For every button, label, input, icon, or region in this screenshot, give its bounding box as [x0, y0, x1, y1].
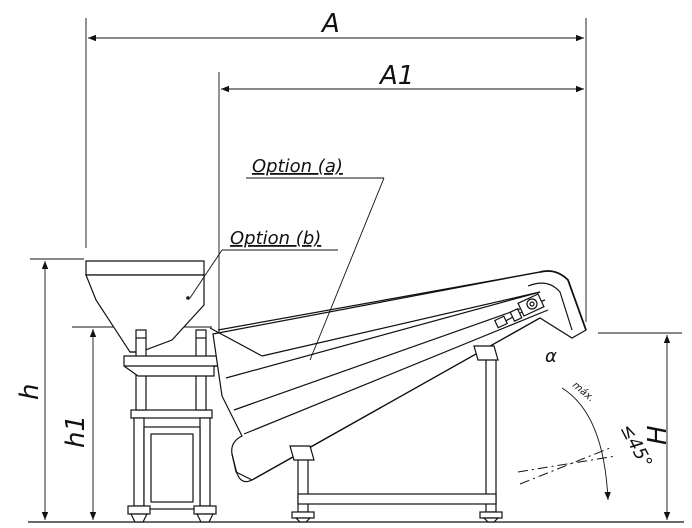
dimension-h1-label: h1 [61, 415, 91, 448]
dimension-h: h [15, 258, 84, 520]
dimension-h1: h1 [61, 326, 212, 520]
dimension-a-label: A [320, 9, 340, 39]
callout-option-a: Option (a) [246, 156, 385, 361]
callout-option-b: Option (b) [189, 228, 338, 299]
dimension-discharge-h: H [598, 332, 682, 520]
option-a-label: Option (a) [252, 156, 343, 177]
dimension-discharge-h-label: H [643, 425, 673, 445]
angle-alpha-label: α [545, 346, 557, 367]
angle-max-label: máx. [570, 379, 597, 404]
conveyor-stand [289, 345, 503, 523]
dimension-a1-label: A1 [378, 61, 414, 91]
dimension-a: A [85, 9, 587, 322]
feed-hopper [85, 260, 205, 353]
dimension-h-label: h [15, 384, 45, 400]
dimension-a1: A1 [218, 61, 584, 340]
angle-indication: α máx. ≤45° [517, 346, 656, 501]
option-b-label: Option (b) [230, 228, 321, 249]
inclined-conveyor [209, 270, 587, 483]
